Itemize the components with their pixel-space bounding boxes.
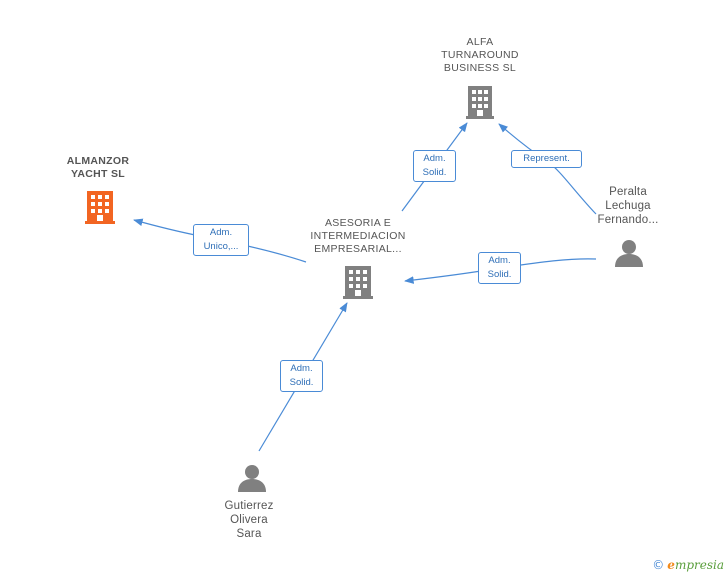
node-label-line: EMPRESARIAL...: [314, 243, 402, 255]
node-label-line: ASESORIA E: [324, 217, 392, 229]
edge-label-asesoria-almanzor[interactable]: Adm. Unico,...: [193, 224, 249, 256]
node-label-line: YACHT SL: [71, 168, 125, 180]
edge-label-gutierrez-asesoria[interactable]: Adm. Solid.: [280, 360, 323, 392]
person-icon-peralta[interactable]: [615, 240, 643, 267]
edge-peralta-alfa: [498, 123, 597, 215]
node-label-gutierrez[interactable]: Gutierrez Olivera Sara: [209, 499, 289, 541]
building-icon-asesoria[interactable]: [343, 266, 373, 299]
node-label-line: ALFA: [466, 36, 494, 48]
edge-label-line: Adm.: [290, 363, 313, 374]
edge-label-line: Adm.: [423, 153, 446, 164]
node-label-line: Sara: [236, 528, 262, 540]
node-label-line: Fernando...: [597, 214, 659, 226]
edge-label-line: Adm.: [209, 227, 233, 238]
copyright-icon: ©: [652, 558, 665, 572]
edge-label-peralta-asesoria[interactable]: Adm. Solid.: [478, 252, 521, 284]
building-icon-alfa[interactable]: [466, 86, 494, 119]
person-icon-gutierrez[interactable]: [238, 465, 266, 492]
edge-label-line: Represent.: [523, 153, 570, 164]
brand-logo-initial: e: [667, 558, 675, 572]
node-label-alfa[interactable]: ALFA TURNAROUND BUSINESS SL: [430, 36, 530, 75]
node-label-line: INTERMEDIACION: [310, 230, 406, 242]
node-label-line: Lechuga: [605, 200, 651, 212]
edge-label-line: Solid.: [487, 269, 512, 280]
node-label-line: TURNAROUND: [441, 49, 519, 61]
node-label-peralta[interactable]: Peralta Lechuga Fernando...: [588, 185, 668, 227]
node-label-line: BUSINESS SL: [443, 62, 517, 74]
brand-logo-text: mpresia: [674, 558, 724, 572]
node-label-line: ALMANZOR: [66, 155, 130, 167]
node-label-almanzor[interactable]: ALMANZOR YACHT SL: [48, 155, 148, 181]
edge-label-line: Solid.: [289, 377, 314, 388]
edge-label-peralta-alfa[interactable]: Represent.: [511, 150, 582, 168]
node-label-asesoria[interactable]: ASESORIA E INTERMEDIACION EMPRESARIAL...: [298, 217, 418, 256]
edge-label-line: Adm.: [488, 255, 511, 266]
edge-label-asesoria-alfa[interactable]: Adm. Solid.: [413, 150, 456, 182]
node-label-line: Olivera: [230, 514, 268, 526]
edge-label-line: Solid.: [422, 167, 447, 178]
node-label-line: Gutierrez: [224, 500, 274, 512]
node-label-line: Peralta: [609, 186, 647, 198]
building-icon-almanzor[interactable]: [85, 191, 115, 224]
edge-label-line: Unico,...: [203, 241, 239, 252]
copyright-brand[interactable]: ©empresia: [652, 558, 724, 572]
